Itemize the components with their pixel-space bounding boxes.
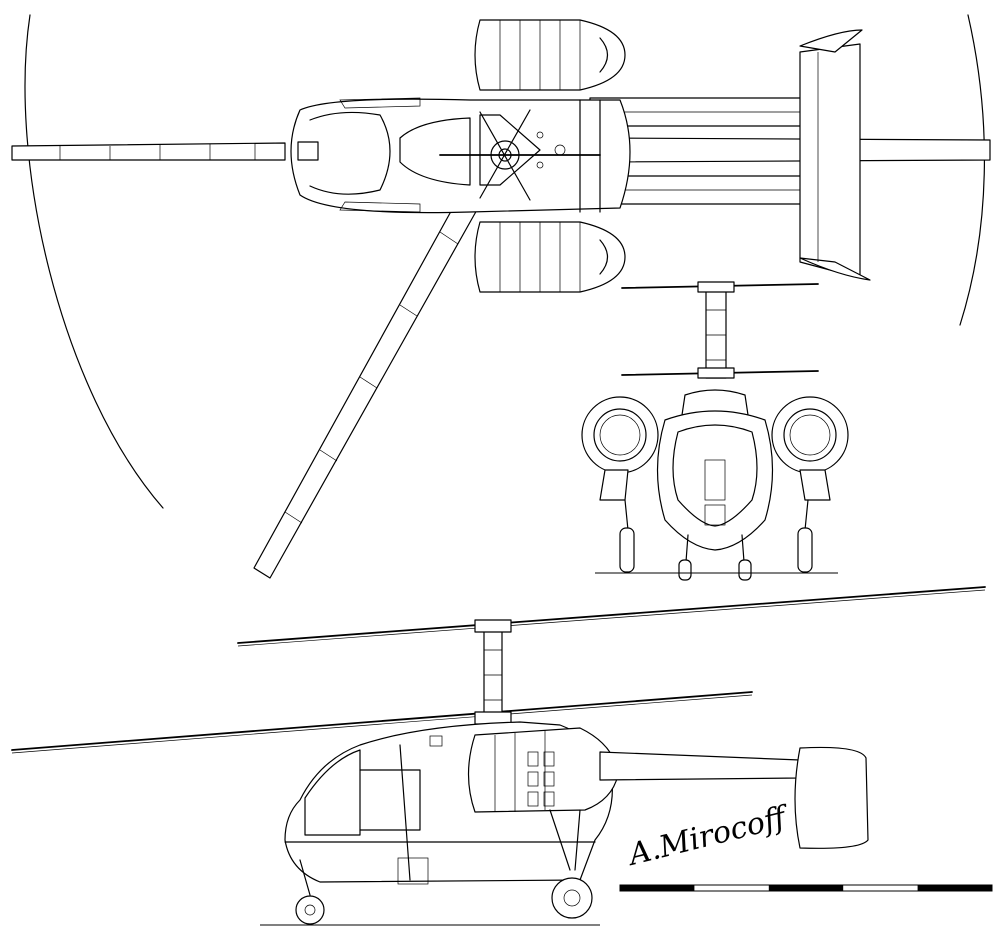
scale-bar-segment xyxy=(620,885,695,891)
front-engine-left xyxy=(581,396,659,501)
side-tail-boom xyxy=(599,746,869,849)
rotor-hub-top xyxy=(439,109,601,201)
rotor-blade-left xyxy=(11,142,286,161)
tail-booms xyxy=(589,97,991,205)
side-lower-rotor xyxy=(11,691,753,751)
front-fuselage xyxy=(656,389,774,551)
rotor-disc-arc-left xyxy=(24,14,164,509)
front-landing-gear xyxy=(595,499,838,581)
signature: A.Mirocoff xyxy=(623,799,794,874)
top-view xyxy=(11,14,991,579)
tail-stabilizer xyxy=(799,29,871,281)
rotor-disc-arc-right xyxy=(959,14,986,326)
side-rotor-mast xyxy=(474,619,512,726)
engine-nacelle-top-upper xyxy=(474,19,626,91)
front-engine-right xyxy=(771,396,849,501)
side-view xyxy=(11,586,986,926)
engine-nacelle-top-lower xyxy=(474,221,626,293)
scale-bar xyxy=(619,884,993,892)
front-view xyxy=(581,281,849,581)
side-landing-gear xyxy=(260,809,600,926)
side-engine-nacelle xyxy=(467,727,619,813)
rotor-blade-diagonal xyxy=(253,194,479,579)
side-upper-rotor xyxy=(237,586,986,644)
scale-bar-segment xyxy=(768,885,844,891)
signature-mark: A.Mirocoff xyxy=(623,799,794,874)
front-rotor-mast xyxy=(697,281,735,379)
scale-bar-segment xyxy=(917,885,992,891)
